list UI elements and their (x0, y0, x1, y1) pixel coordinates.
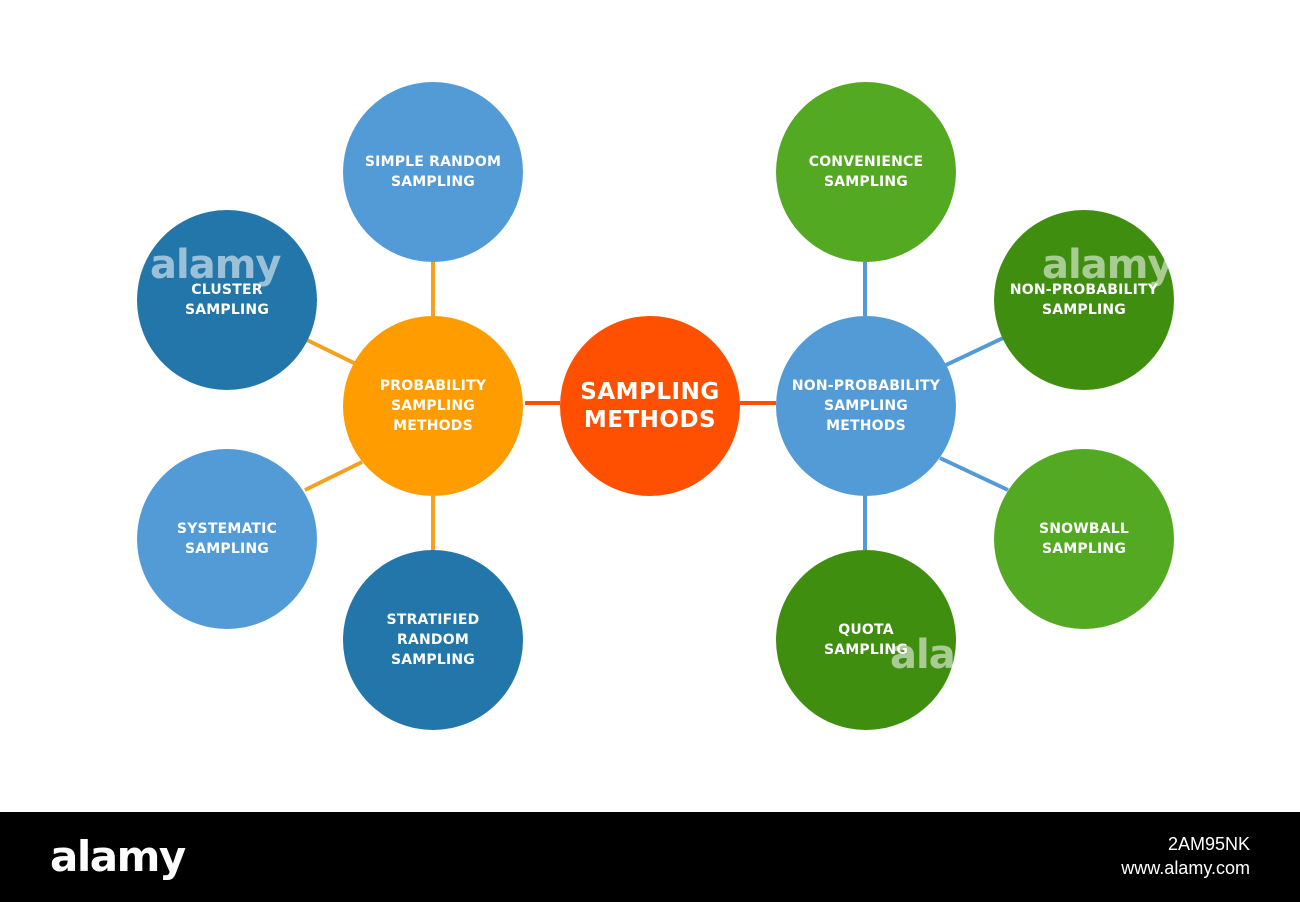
connector-lines (304, 262, 1009, 550)
connector-nonprob-snowball (939, 456, 1009, 492)
quota-sampling-node: QUOTA SAMPLING (776, 550, 956, 730)
snowball-sampling-node: SNOWBALL SAMPLING (994, 449, 1174, 629)
systematic-sampling-node: SYSTEMATIC SAMPLING (137, 449, 317, 629)
footer-info: 2AM95NK www.alamy.com (1121, 832, 1250, 880)
cluster-sampling-label: CLUSTER SAMPLING (184, 282, 270, 318)
quota-sampling-label: QUOTA SAMPLING (823, 622, 909, 658)
connector-prob-systematic (304, 460, 363, 492)
non-probability-sampling-label: NON-PROBABILITY SAMPLING (1009, 282, 1159, 318)
convenience-sampling-node: CONVENIENCE SAMPLING (776, 82, 956, 262)
stratified-random-sampling-node: STRATIFIED RANDOM SAMPLING (343, 550, 523, 730)
simple-random-sampling-label: SIMPLE RANDOM SAMPLING (364, 154, 502, 190)
snowball-sampling-label: SNOWBALL SAMPLING (1038, 521, 1130, 557)
image-id: 2AM95NK (1167, 834, 1250, 854)
watermark-footer-bar: alamy 2AM95NK www.alamy.com (0, 812, 1300, 902)
alamy-logo: alamy (50, 832, 186, 881)
sampling-methods-label: SAMPLING METHODS (580, 379, 720, 433)
sampling-methods-diagram: SIMPLE RANDOM SAMPLING CLUSTER SAMPLING … (137, 82, 1174, 730)
probability-sampling-methods-label: PROBABILITY SAMPLING METHODS (379, 378, 487, 434)
convenience-sampling-label: CONVENIENCE SAMPLING (808, 154, 924, 190)
non-probability-sampling-node: NON-PROBABILITY SAMPLING (994, 210, 1174, 390)
sampling-methods-center-node: SAMPLING METHODS (560, 316, 740, 496)
connector-nonprob-nonprobability (945, 336, 1004, 367)
non-probability-sampling-methods-node: NON-PROBABILITY SAMPLING METHODS (776, 316, 956, 496)
site-url: www.alamy.com (1121, 858, 1250, 878)
simple-random-sampling-node: SIMPLE RANDOM SAMPLING (343, 82, 523, 262)
non-probability-sampling-methods-label: NON-PROBABILITY SAMPLING METHODS (791, 378, 941, 434)
probability-sampling-methods-node: PROBABILITY SAMPLING METHODS (343, 316, 523, 496)
systematic-sampling-label: SYSTEMATIC SAMPLING (176, 521, 278, 557)
cluster-sampling-node: CLUSTER SAMPLING (137, 210, 317, 390)
connector-prob-cluster (306, 338, 357, 366)
stratified-random-sampling-label: STRATIFIED RANDOM SAMPLING (386, 612, 480, 668)
